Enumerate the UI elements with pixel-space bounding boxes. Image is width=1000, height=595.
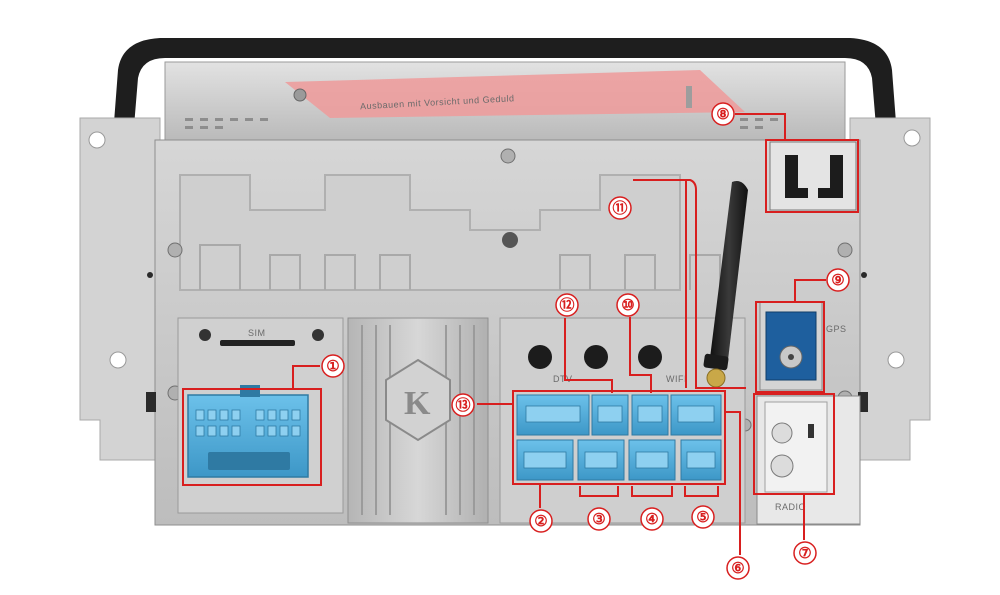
left-plate-hole bbox=[109, 351, 127, 369]
panel-hole bbox=[199, 329, 211, 341]
callout-2 bbox=[529, 509, 553, 533]
connector-4[interactable] bbox=[628, 439, 676, 481]
connector-3[interactable] bbox=[577, 439, 625, 481]
outer-frame bbox=[110, 38, 900, 175]
radio-label: RADIO bbox=[775, 502, 806, 512]
panel-hole bbox=[528, 345, 552, 369]
callout-6-label: ⑥ bbox=[731, 560, 744, 577]
panel-hole bbox=[584, 345, 608, 369]
wifi-label: WIFI bbox=[666, 374, 687, 384]
right-tab-dot bbox=[861, 272, 867, 278]
callout-1 bbox=[321, 354, 345, 378]
callout-12-label: ⑫ bbox=[559, 296, 574, 314]
connector-13[interactable] bbox=[516, 394, 590, 436]
connector-6[interactable] bbox=[670, 394, 722, 436]
right-plate-hole bbox=[903, 129, 921, 147]
callout-13-label: ⑬ bbox=[455, 396, 470, 414]
callout-1-label: ① bbox=[326, 358, 339, 375]
callout-5-label: ⑤ bbox=[696, 509, 709, 526]
embossed-pattern-left bbox=[179, 174, 681, 291]
main-power-connector-clip bbox=[208, 452, 290, 470]
top-vent-holes bbox=[185, 118, 778, 129]
embossed-slots bbox=[199, 244, 721, 290]
callout-4 bbox=[640, 507, 664, 531]
connector-5[interactable] bbox=[680, 439, 722, 481]
logo-badge bbox=[385, 358, 451, 442]
callout-9-label: ⑨ bbox=[831, 272, 844, 289]
callout-labels: ① ② ③ ④ ⑤ ⑥ ⑦ ⑧ ⑨ ⑩ ⑪ ⑫ ⑬ bbox=[326, 106, 844, 577]
callout-3-label: ③ bbox=[592, 511, 605, 528]
callout-12 bbox=[555, 293, 579, 317]
wifi-antenna bbox=[703, 181, 748, 388]
callout-10-label: ⑩ bbox=[621, 297, 634, 314]
callout-4-label: ④ bbox=[645, 511, 658, 528]
top-screw bbox=[293, 88, 307, 102]
sim-label: SIM bbox=[248, 328, 266, 338]
callout-boxes bbox=[182, 113, 859, 555]
radio-port[interactable] bbox=[764, 401, 828, 493]
callout-7-label: ⑦ bbox=[798, 545, 811, 562]
gps-port-pin bbox=[788, 354, 794, 360]
radio-port-slot bbox=[808, 424, 814, 438]
panel-hole bbox=[312, 329, 324, 341]
panel-hole bbox=[638, 345, 662, 369]
right-plate-hole bbox=[887, 351, 905, 369]
callout-7 bbox=[793, 541, 817, 565]
gps-port[interactable] bbox=[765, 311, 817, 381]
radio-port-socket bbox=[771, 422, 793, 444]
callout-2-label: ② bbox=[534, 513, 547, 530]
connector-12[interactable] bbox=[591, 394, 629, 436]
logo-letter: K bbox=[404, 385, 431, 422]
radio-port-socket bbox=[770, 454, 794, 478]
right-tab bbox=[858, 392, 868, 412]
main-power-connector-latch bbox=[240, 385, 260, 397]
main-power-pins bbox=[195, 409, 301, 437]
left-plate-hole bbox=[88, 131, 106, 149]
dtv-label: DTV bbox=[553, 374, 573, 384]
left-mounting-plate bbox=[79, 117, 161, 461]
center-hole bbox=[502, 232, 518, 248]
callout-11 bbox=[608, 196, 632, 220]
callout-6 bbox=[726, 556, 750, 580]
canbus-port[interactable] bbox=[769, 141, 857, 211]
callout-9 bbox=[826, 268, 850, 292]
callout-circles bbox=[321, 102, 850, 580]
left-tab bbox=[146, 392, 156, 412]
left-tab-dot bbox=[147, 272, 153, 278]
connector-2[interactable] bbox=[516, 439, 574, 481]
top-post bbox=[686, 86, 692, 108]
callout-10 bbox=[616, 293, 640, 317]
callout-5 bbox=[691, 505, 715, 529]
canbus-port-shape bbox=[785, 155, 843, 198]
connector-10[interactable] bbox=[631, 394, 669, 436]
sim-slot[interactable] bbox=[220, 340, 295, 346]
warning-sticker bbox=[285, 70, 745, 118]
callout-8-label: ⑧ bbox=[716, 106, 729, 123]
callout-13 bbox=[451, 393, 475, 417]
callout-3 bbox=[587, 507, 611, 531]
gps-label: GPS bbox=[826, 324, 847, 334]
callout-8 bbox=[711, 102, 735, 126]
callout-11-label: ⑪ bbox=[612, 199, 627, 217]
